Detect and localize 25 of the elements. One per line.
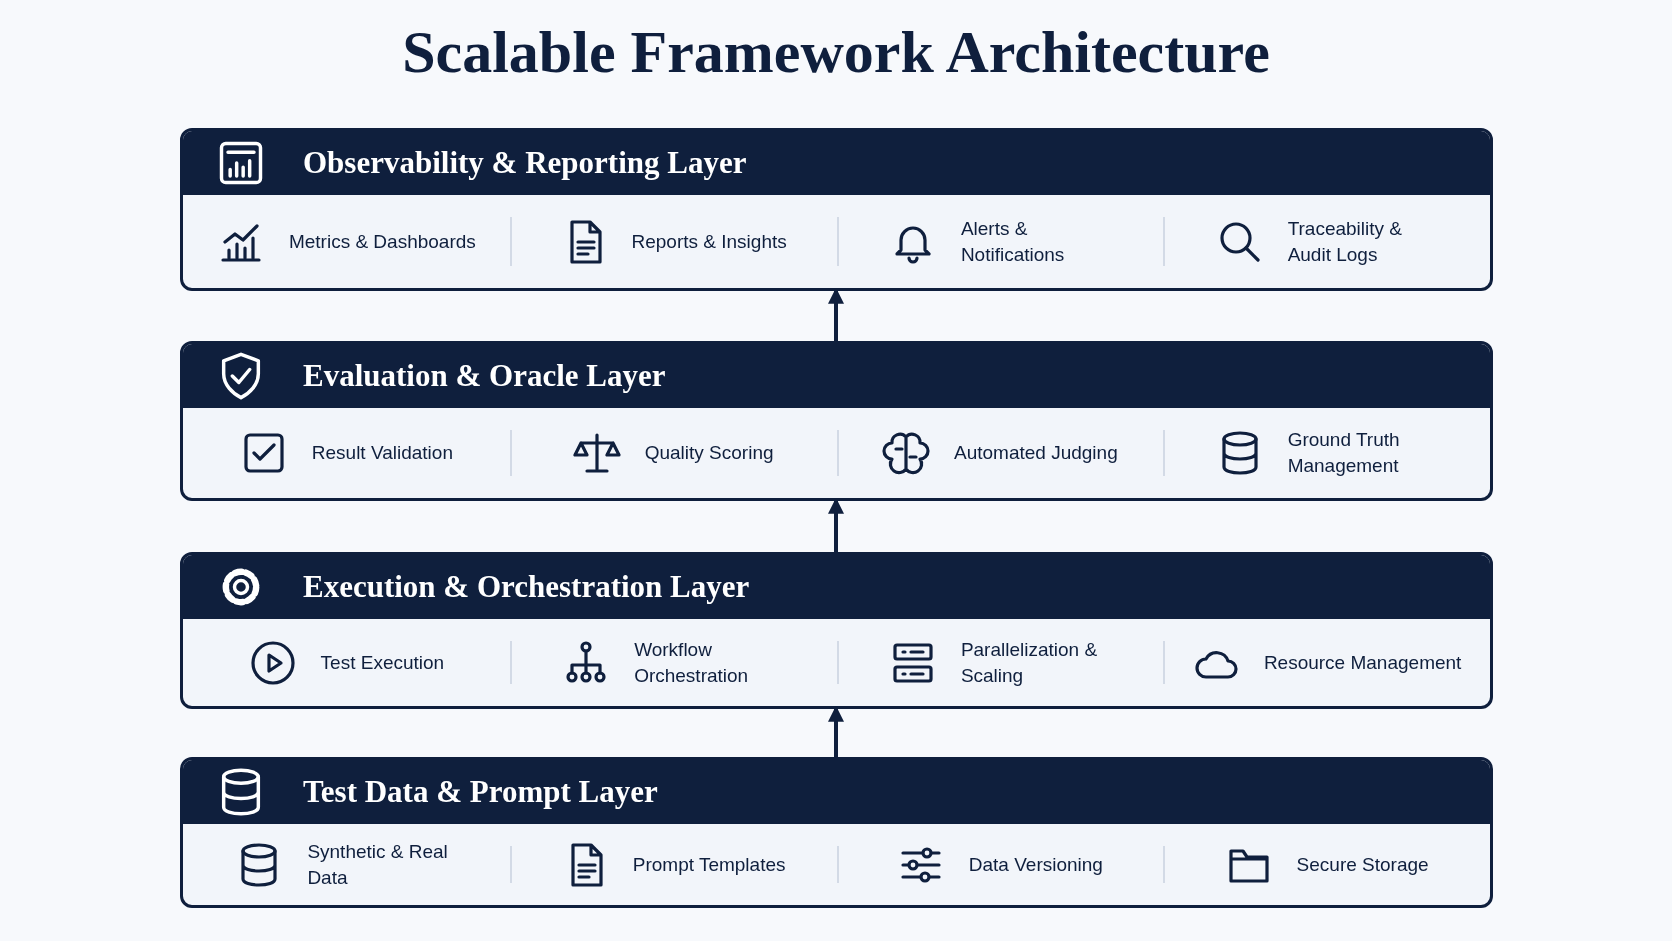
item-label: Alerts & Notifications — [960, 216, 1066, 267]
item-label: Workflow Orchestration — [634, 637, 750, 688]
item-label: Traceability & Audit Logs — [1287, 216, 1403, 267]
item-label: Prompt Templates — [632, 852, 786, 877]
layer-panel — [180, 128, 1493, 291]
item-label: Secure Storage — [1296, 852, 1429, 877]
layer-title: Execution & Orchestration Layer — [303, 569, 750, 605]
layer-title: Evaluation & Oracle Layer — [303, 358, 666, 394]
item-label: Automated Judging — [954, 441, 1118, 465]
item-label: Data Versioning — [968, 852, 1103, 877]
layer-panel — [180, 757, 1493, 908]
item-label: Quality Scoring — [644, 441, 774, 465]
item-label: Resource Management — [1263, 650, 1462, 675]
item-label: Metrics & Dashboards — [288, 229, 476, 254]
item-label: Synthetic & Real Data — [307, 839, 449, 890]
layer-panel — [180, 341, 1493, 501]
layer-title: Observability & Reporting Layer — [303, 145, 747, 181]
layer-panel — [180, 552, 1493, 709]
item-label: Parallelization & Scaling — [960, 637, 1099, 688]
layer-title: Test Data & Prompt Layer — [303, 774, 658, 810]
item-label: Reports & Insights — [631, 229, 787, 254]
item-label: Ground Truth Management — [1287, 428, 1401, 478]
item-label: Result Validation — [311, 441, 453, 465]
diagram-title: Scalable Framework Architecture — [402, 19, 1270, 85]
item-label: Test Execution — [320, 650, 445, 675]
